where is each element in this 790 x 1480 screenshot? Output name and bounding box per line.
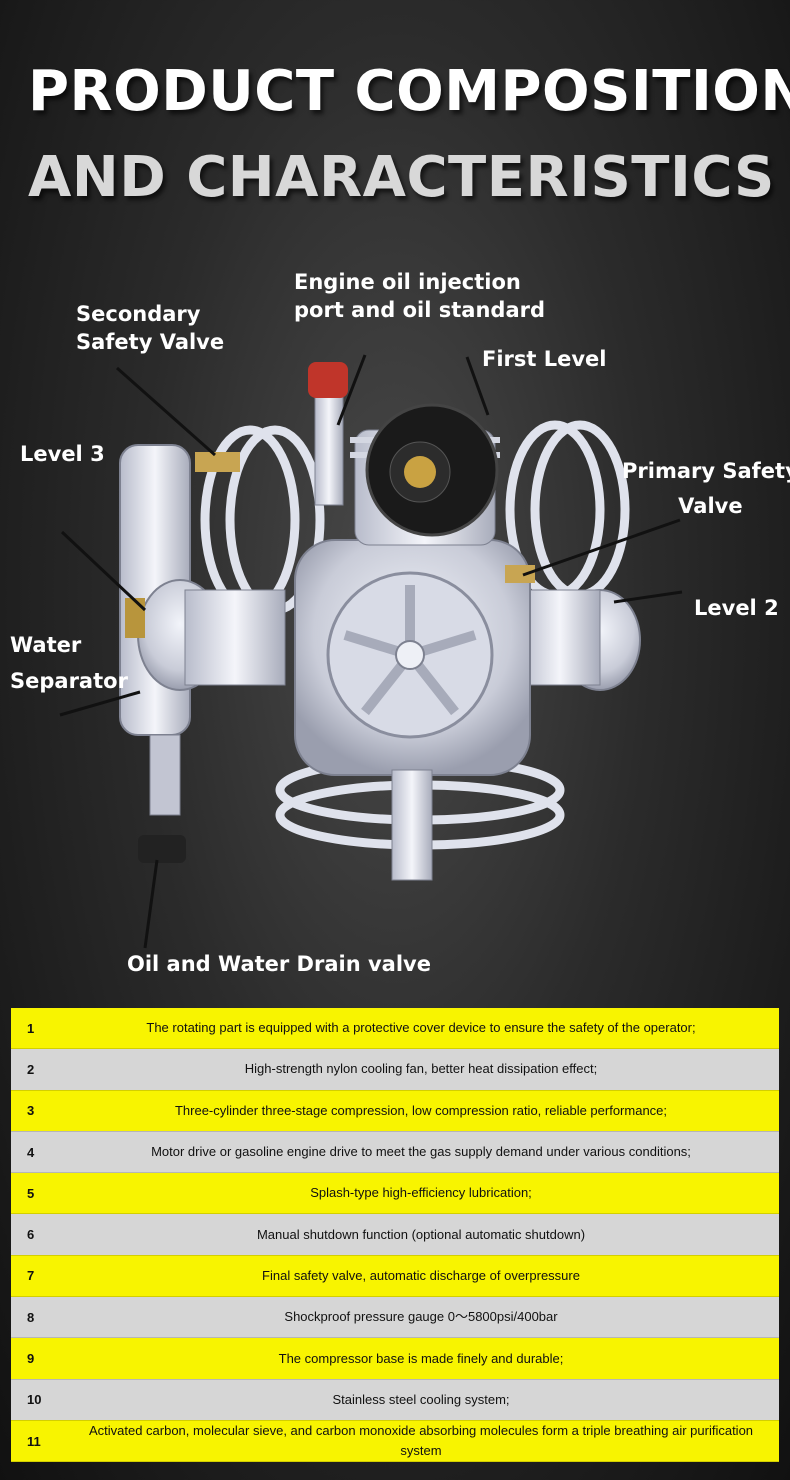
row-text: Activated carbon, molecular sieve, and c…	[63, 1420, 779, 1463]
row-text: The compressor base is made finely and d…	[63, 1337, 779, 1380]
secondary-valve-leader-line	[116, 366, 216, 457]
row-text: Splash-type high-efficiency lubrication;	[63, 1172, 779, 1215]
row-number: 9	[11, 1337, 63, 1380]
row-number: 1	[11, 1008, 63, 1050]
level2-leader-line	[613, 590, 683, 604]
row-number: 10	[11, 1379, 63, 1421]
page-title-line2: AND CHARACTERISTICS	[28, 145, 775, 210]
row-number: 5	[11, 1172, 63, 1215]
drain-valve-leader-line	[143, 859, 159, 949]
row-text: Final safety valve, automatic discharge …	[63, 1255, 779, 1298]
page-title-line1: PRODUCT COMPOSITION	[28, 59, 790, 124]
water-separator-leader-line	[59, 690, 141, 717]
row-text: High-strength nylon cooling fan, better …	[63, 1048, 779, 1091]
row-text: The rotating part is equipped with a pro…	[63, 1008, 779, 1050]
engine-oil-port-label-line1: Engine oil injection	[294, 270, 521, 294]
row-number: 7	[11, 1255, 63, 1298]
engine-oil-leader-line	[336, 354, 367, 426]
row-text: Motor drive or gasoline engine drive to …	[63, 1131, 779, 1174]
compressor-illustration	[59, 354, 683, 949]
level3-label: Level 3	[20, 442, 105, 466]
primary-safety-valve-label: Primary Safety Valve	[622, 457, 790, 520]
engine-oil-port-label-line2: port and oil standard	[294, 298, 546, 322]
row-number: 4	[11, 1131, 63, 1174]
row-text: Manual shutdown function (optional autom…	[63, 1213, 779, 1256]
row-number: 3	[11, 1090, 63, 1132]
water-separator-label-line1: Water	[10, 633, 82, 657]
row-text: Shockproof pressure gauge 0～5800psi/400b…	[63, 1296, 779, 1339]
water-separator-label: Water Separator	[10, 631, 128, 695]
primary-safety-valve-label-line2: Valve	[678, 494, 743, 518]
secondary-safety-valve-label-line1: Secondary	[76, 302, 201, 326]
row-text: Stainless steel cooling system;	[63, 1379, 779, 1421]
row-number: 11	[11, 1420, 63, 1463]
engine-oil-port-label: Engine oil injection port and oil standa…	[294, 268, 545, 324]
first-level-leader-line	[465, 356, 490, 416]
primary-safety-valve-label-line1: Primary Safety	[622, 459, 790, 483]
water-separator-label-line2: Separator	[10, 669, 128, 693]
primary-valve-leader-line	[522, 518, 681, 577]
row-number: 2	[11, 1048, 63, 1091]
first-level-label: First Level	[482, 347, 607, 371]
level2-label: Level 2	[694, 596, 779, 620]
row-number: 6	[11, 1213, 63, 1256]
oil-cap-shape	[308, 362, 348, 398]
secondary-safety-valve-label-line2: Safety Valve	[76, 330, 225, 354]
row-text: Three-cylinder three-stage compression, …	[63, 1090, 779, 1132]
row-number: 8	[11, 1296, 63, 1339]
level3-leader-line	[60, 530, 147, 612]
secondary-safety-valve-label: Secondary Safety Valve	[76, 300, 224, 356]
drain-valve-label: Oil and Water Drain valve	[127, 952, 431, 976]
